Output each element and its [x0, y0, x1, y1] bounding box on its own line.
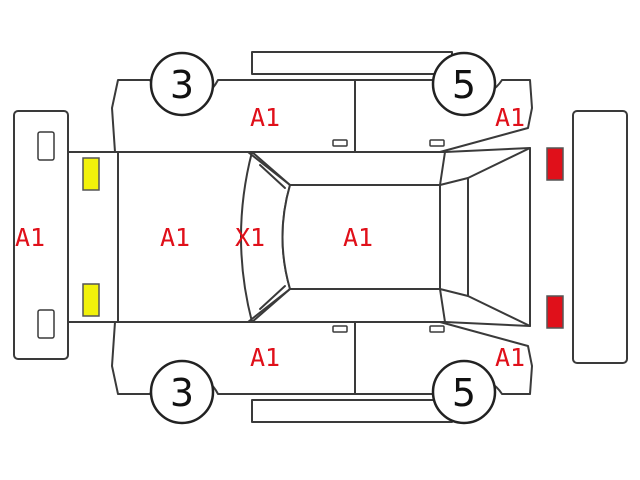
code-windshield: X1 [235, 223, 265, 252]
wheel-rear-left: 5 [431, 51, 497, 117]
headlight-left [82, 157, 100, 191]
rear-bumper [572, 110, 628, 364]
taillight-left [546, 147, 564, 181]
wheel-front-right: 3 [149, 359, 215, 425]
code-roof: A1 [343, 223, 373, 252]
code-front-bumper: A1 [15, 223, 45, 252]
wheel-rear-right-rating: 5 [452, 371, 476, 415]
wheel-rear-right: 5 [431, 359, 497, 425]
code-lower-rear-quarter: A1 [495, 343, 525, 372]
car-body [67, 147, 531, 327]
taillight-right [546, 295, 564, 329]
wheel-front-left: 3 [149, 51, 215, 117]
code-hood: A1 [160, 223, 190, 252]
wheel-rear-left-rating: 5 [452, 63, 476, 107]
wheel-front-left-rating: 3 [170, 63, 194, 107]
headlight-right [82, 283, 100, 317]
code-upper-rear-quarter: A1 [495, 103, 525, 132]
lower-side-panel [111, 321, 533, 423]
roof-panel [281, 184, 441, 290]
code-upper-front-door: A1 [250, 103, 280, 132]
wheel-front-right-rating: 3 [170, 371, 194, 415]
code-lower-front-door: A1 [250, 343, 280, 372]
